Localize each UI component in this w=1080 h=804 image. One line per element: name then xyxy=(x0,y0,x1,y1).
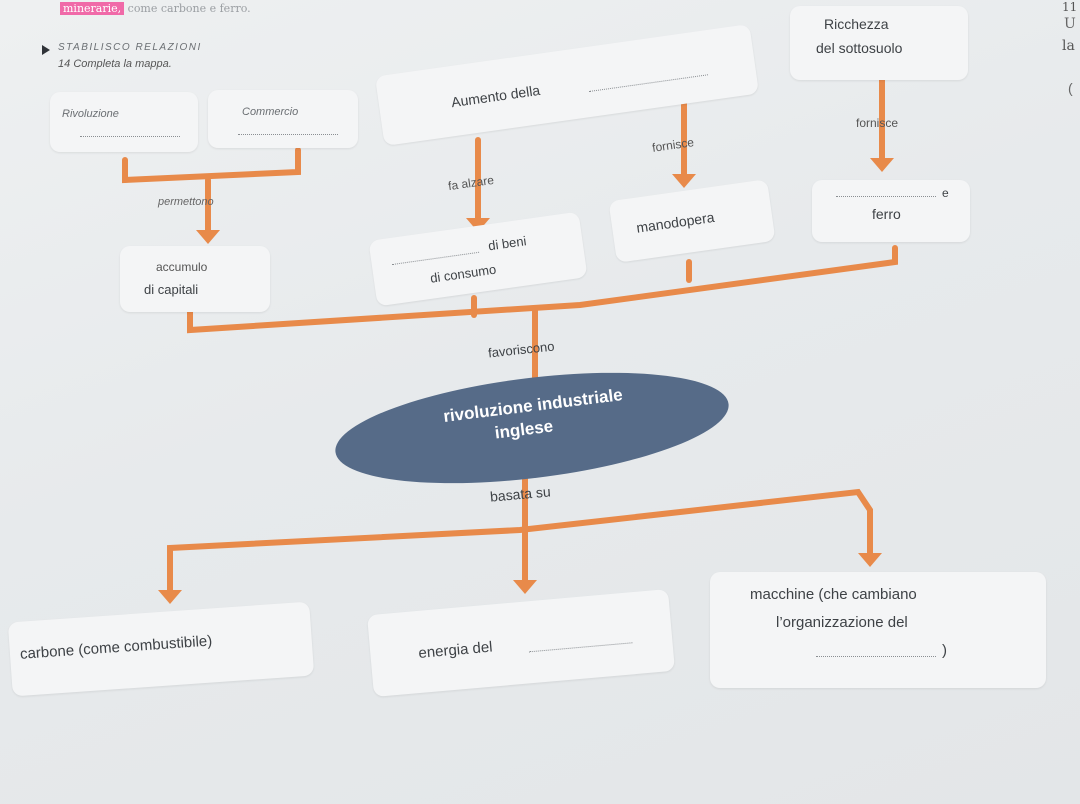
node-ricchezza-line1: Ricchezza xyxy=(824,16,889,32)
top-rest-text: come carbone e ferro. xyxy=(124,2,251,15)
node-aumento-label: Aumento della xyxy=(450,81,542,111)
bracket-bottom xyxy=(167,488,873,595)
node-manodopera-label: manodopera xyxy=(635,208,716,236)
play-icon xyxy=(42,45,50,55)
node-ferro-e: e xyxy=(942,186,949,200)
arrowhead-permettono xyxy=(196,230,220,244)
blank-macchine[interactable] xyxy=(816,656,936,657)
node-commercio: Commercio xyxy=(208,90,358,148)
margin-paren: ( xyxy=(1068,80,1073,96)
margin-letter-u: U xyxy=(1064,16,1076,32)
node-rivoluzione: Rivoluzione xyxy=(50,92,198,152)
node-rivoluzione-label: Rivoluzione xyxy=(62,108,119,120)
node-macchine-line2: l’organizzazione del xyxy=(776,614,908,631)
exercise-instruction: Completa la mappa. xyxy=(73,58,172,70)
node-macchine-end: ) xyxy=(942,642,947,659)
node-ferro: e ferro xyxy=(812,180,970,242)
blank-beni[interactable] xyxy=(391,251,480,266)
node-macchine: macchine (che cambiano l’organizzazione … xyxy=(710,572,1046,688)
node-ferro-label: ferro xyxy=(872,206,901,222)
node-accumulo-line1: accumulo xyxy=(156,260,208,274)
blank-ferro[interactable] xyxy=(836,196,936,197)
arrowhead-carbone xyxy=(158,590,182,604)
arrowhead-fornisce-2 xyxy=(870,158,894,172)
blank-energia[interactable] xyxy=(528,642,633,653)
section-title: STABILISCO RELAZIONI xyxy=(58,42,202,53)
arrowhead-fornisce-1 xyxy=(672,174,696,188)
arrowhead-macchine xyxy=(858,553,882,567)
node-macchine-line1: macchine (che cambiano xyxy=(750,586,917,603)
top-cut-text: minerarie, come carbone e ferro. xyxy=(60,2,251,15)
node-beni-line2: di consumo xyxy=(429,261,498,286)
exercise-number: 14 xyxy=(58,58,71,70)
bracket-middle xyxy=(187,245,898,334)
page-number: 11 xyxy=(1062,0,1078,14)
node-ricchezza-line2: del sottosuolo xyxy=(816,40,903,56)
bracket-top-left xyxy=(122,147,301,184)
blank-commercio[interactable] xyxy=(238,134,338,135)
margin-letters-la: la xyxy=(1062,38,1075,54)
highlighted-word: minerarie, xyxy=(60,2,125,15)
node-carbone-label: carbone (come combustibile) xyxy=(19,632,213,663)
node-accumulo: accumulo di capitali xyxy=(120,246,270,312)
label-fornisce-2: fornisce xyxy=(856,116,899,130)
label-permettono: permettono xyxy=(158,196,214,208)
node-ricchezza: Ricchezza del sottosuolo xyxy=(790,6,968,80)
node-accumulo-line2: di capitali xyxy=(144,282,199,297)
blank-rivoluzione[interactable] xyxy=(80,136,180,137)
node-energia-label: energia del xyxy=(417,638,494,662)
node-commercio-label: Commercio xyxy=(242,106,299,118)
blank-aumento[interactable] xyxy=(589,74,709,92)
node-beni-line1: di beni xyxy=(487,233,528,254)
arrowhead-basata-su xyxy=(513,580,537,594)
